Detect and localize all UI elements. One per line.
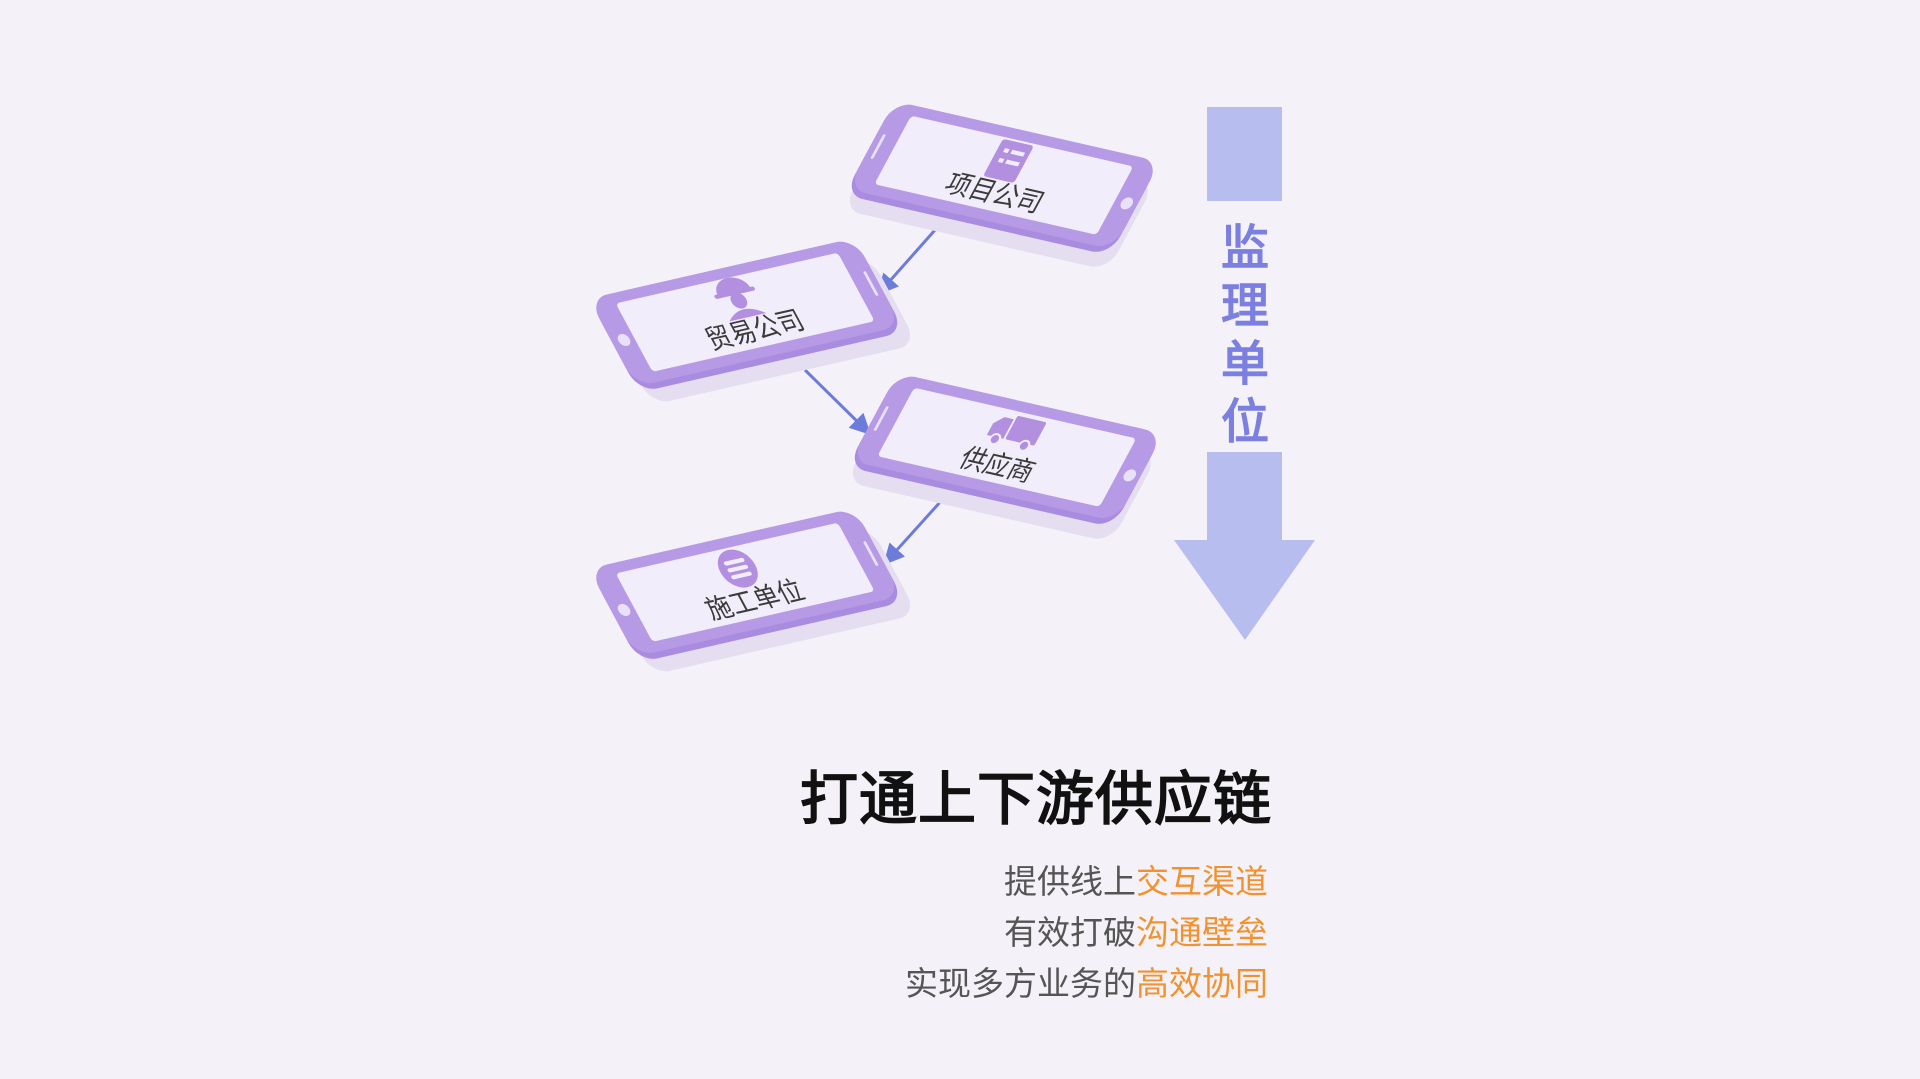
sub-line: 提供线上交互渠道 bbox=[700, 856, 1268, 907]
coin-stack-icon bbox=[717, 549, 758, 588]
phone-node-project: 项目公司 bbox=[849, 104, 1153, 267]
connector-arrow bbox=[803, 368, 871, 435]
sub-line-highlight: 交互渠道 bbox=[1136, 862, 1268, 901]
document-list-icon bbox=[984, 139, 1033, 183]
delivery-truck-icon bbox=[986, 416, 1047, 452]
sub-line-highlight: 高效协同 bbox=[1136, 964, 1268, 1003]
sub-line-prefix: 有效打破 bbox=[1004, 913, 1136, 952]
phone-node-construction: 施工单位 bbox=[596, 511, 911, 672]
sub-line: 有效打破沟通壁垒 bbox=[700, 907, 1268, 958]
down-arrow-icon bbox=[1207, 107, 1282, 201]
sub-line-prefix: 提供线上 bbox=[1004, 862, 1136, 901]
phone-node-trading: 贸易公司 bbox=[596, 241, 911, 402]
supervisor-label-char: 单 bbox=[1221, 336, 1269, 392]
supervisor-label-char: 位 bbox=[1221, 394, 1269, 450]
sub-line-prefix: 实现多方业务的 bbox=[905, 964, 1136, 1003]
headline: 打通上下游供应链 bbox=[799, 765, 1272, 833]
connector-arrow bbox=[883, 498, 944, 566]
supervisor-label-char: 理 bbox=[1221, 278, 1269, 334]
sub-lines: 提供线上交互渠道 有效打破沟通壁垒 实现多方业务的高效协同 bbox=[700, 856, 1268, 1009]
phone-node-supplier: 供应商 bbox=[852, 376, 1156, 539]
supervisor-arrow: 监理单位 bbox=[1174, 107, 1315, 640]
supervisor-label: 监理单位 bbox=[1221, 220, 1269, 450]
connector-arrow bbox=[877, 229, 937, 296]
sub-line-highlight: 沟通壁垒 bbox=[1136, 913, 1268, 952]
supervisor-label-char: 监 bbox=[1221, 220, 1269, 276]
worker-helmet-icon bbox=[714, 277, 767, 322]
sub-line: 实现多方业务的高效协同 bbox=[700, 958, 1268, 1009]
